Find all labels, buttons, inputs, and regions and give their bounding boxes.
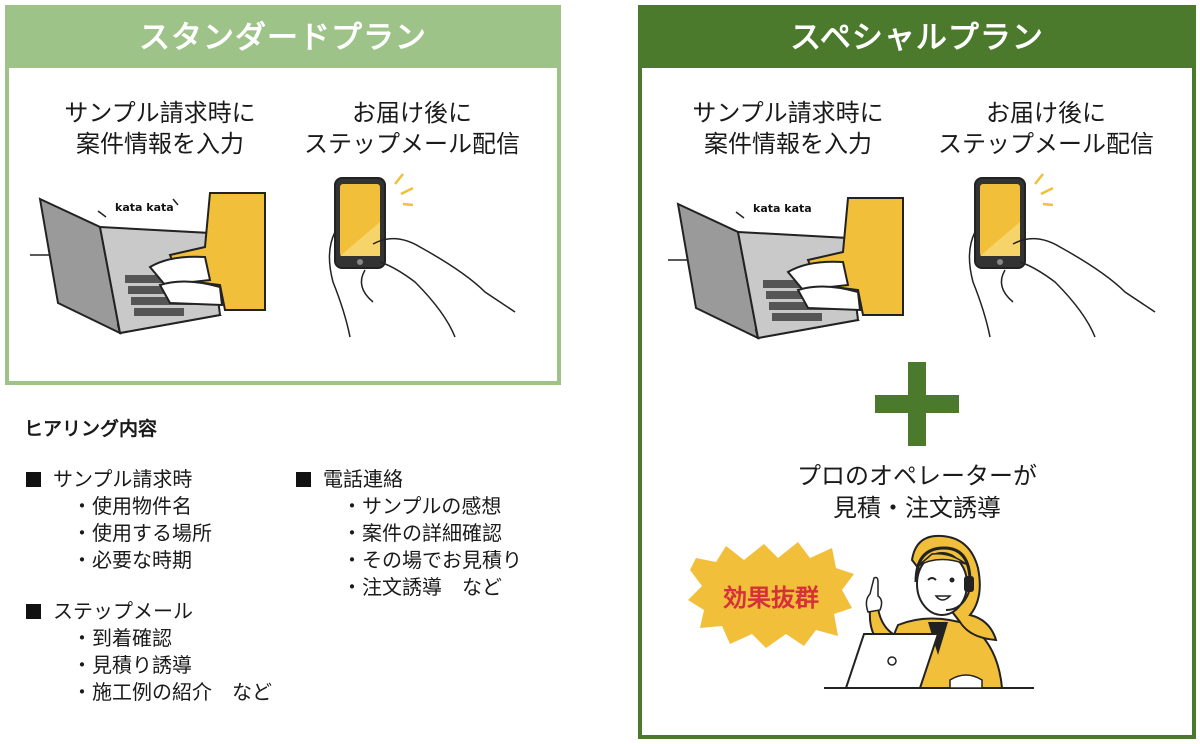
standard-step2-text: お届け後に ステップメール配信 <box>292 98 532 160</box>
laptop-typing-illustration: kata kata <box>668 197 904 340</box>
hearing-group-label: ステップメール <box>53 599 193 623</box>
standard-step1-line2: 案件情報を入力 <box>76 130 244 158</box>
special-step2-text: お届け後に ステップメール配信 <box>926 98 1166 160</box>
standard-plan-title: スタンダードプラン <box>9 9 557 68</box>
special-step1-line1: サンプル請求時に <box>692 99 884 127</box>
special-step2-line1: お届け後に <box>986 99 1106 127</box>
special-plan-title: スペシャルプラン <box>642 9 1192 68</box>
standard-step1-line1: サンプル請求時に <box>64 99 256 127</box>
hearing-item: ・必要な時期 <box>72 548 192 572</box>
square-bullet-icon <box>296 472 311 487</box>
smartphone-hand-illustration <box>328 173 516 338</box>
special-step1-line2: 案件情報を入力 <box>704 130 872 158</box>
hearing-title: ヒアリング内容 <box>24 418 158 440</box>
hearing-group-label: サンプル請求時 <box>53 467 193 491</box>
typing-sound-text: kata kata <box>115 201 174 214</box>
hearing-group-phone: 電話連絡 ・サンプルの感想 ・案件の詳細確認 ・その場でお見積り ・注文誘導 な… <box>294 466 522 601</box>
hearing-item: ・施工例の紹介 など <box>72 680 272 704</box>
hearing-item: ・サンプルの感想 <box>342 494 502 518</box>
special-step1-text: サンプル請求時に 案件情報を入力 <box>668 98 908 160</box>
standard-step1-text: サンプル請求時に 案件情報を入力 <box>40 98 280 160</box>
operator-text: プロのオペレーターが 見積・注文誘導 <box>642 460 1192 524</box>
square-bullet-icon <box>26 604 41 619</box>
hearing-item: ・案件の詳細確認 <box>342 521 502 545</box>
smartphone-hand-illustration <box>968 173 1156 338</box>
operator-illustration <box>824 534 1034 689</box>
effect-badge: 効果抜群 <box>688 542 854 648</box>
special-plan-box: スペシャルプラン <box>638 5 1196 739</box>
hearing-item: ・注文誘導 など <box>342 575 502 599</box>
standard-step2-line1: お届け後に <box>352 99 472 127</box>
hearing-item: ・見積り誘導 <box>72 653 192 677</box>
plus-icon <box>875 362 959 446</box>
hearing-group-label: 電話連絡 <box>323 467 403 491</box>
badge-text: 効果抜群 <box>723 584 819 612</box>
hearing-item: ・その場でお見積り <box>342 548 522 572</box>
hearing-group-sample: サンプル請求時 ・使用物件名 ・使用する場所 ・必要な時期 <box>24 466 212 574</box>
hearing-item: ・使用する場所 <box>72 521 212 545</box>
operator-text-line2: 見積・注文誘導 <box>833 494 1001 522</box>
hearing-group-stepmail: ステップメール ・到着確認 ・見積り誘導 ・施工例の紹介 など <box>24 598 272 706</box>
hearing-item: ・使用物件名 <box>72 494 192 518</box>
standard-step2-line2: ステップメール配信 <box>304 130 520 158</box>
typing-sound-text: kata kata <box>753 202 812 215</box>
square-bullet-icon <box>26 472 41 487</box>
operator-text-line1: プロのオペレーターが <box>797 462 1037 490</box>
special-step2-line2: ステップメール配信 <box>938 130 1154 158</box>
standard-plan-box: スタンダードプラン <box>5 5 561 385</box>
hearing-item: ・到着確認 <box>72 626 172 650</box>
laptop-typing-illustration: kata kata <box>30 192 266 335</box>
